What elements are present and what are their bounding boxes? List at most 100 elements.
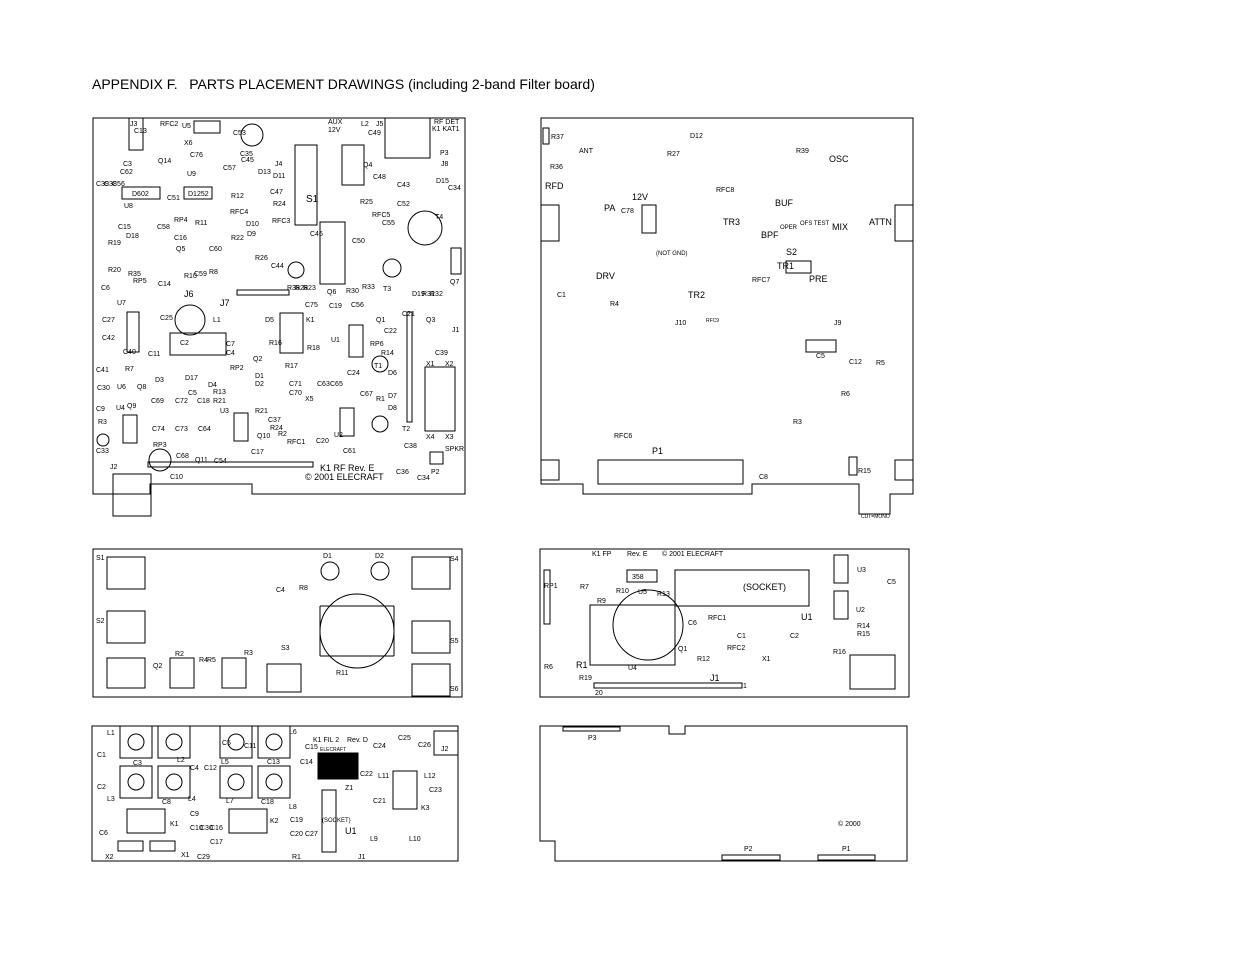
label-r3-bottom: R3	[793, 419, 802, 426]
label-u5: U5	[182, 123, 191, 130]
label-fp-s1: S1	[96, 555, 105, 562]
label-flt-c18: C18	[261, 799, 274, 806]
label-q10: Q10	[257, 433, 270, 440]
label-flt-c8: C8	[162, 799, 171, 806]
label-fpb-x1: X1	[762, 656, 771, 663]
label-c59: C59	[194, 271, 207, 278]
label-flt-elecraft: ELECRAFT	[320, 747, 346, 753]
label-d602: D602	[132, 191, 149, 198]
label-c18: C18	[197, 398, 210, 405]
label-c63: C63	[317, 381, 330, 388]
fp-bottom-labels: K1 FP Rev. E © 2001 ELECRAFT U3 C5 RP1 R…	[544, 550, 896, 697]
label-fp-c4: C4	[276, 587, 285, 594]
label-flt-c24: C24	[373, 743, 386, 750]
label-c50: C50	[352, 238, 365, 245]
page-title: APPENDIX F. PARTS PLACEMENT DRAWINGS (in…	[92, 76, 595, 92]
label-rfc2: RFC2	[160, 121, 178, 128]
label-aux: AUX	[328, 119, 343, 126]
label-fpb-r7: R7	[580, 584, 589, 591]
label-c11: C11	[148, 351, 160, 358]
label-fp-s5: S5	[450, 638, 459, 645]
label-d15: D15	[436, 178, 449, 185]
label-c14: C14	[158, 281, 171, 288]
label-c2: C2	[180, 340, 189, 347]
label-c46: C46	[310, 231, 323, 238]
label-u9: U9	[187, 171, 196, 178]
label-fpb-copyright: © 2001 ELECRAFT	[662, 550, 724, 558]
label-d1: D1	[255, 373, 264, 380]
label-fp-d2: D2	[375, 553, 384, 560]
label-pa: PA	[604, 203, 615, 213]
label-q4: Q4	[363, 162, 372, 169]
label-flt-c16: C16	[210, 825, 223, 832]
label-flt-k1-fil2: K1 FIL 2	[313, 737, 339, 744]
label-d13: D13	[258, 169, 271, 176]
label-flt-j1: J1	[358, 854, 366, 861]
label-c20: C20	[316, 438, 329, 445]
label-spkr: SPKR	[445, 446, 464, 453]
label-r6-bottom: R6	[841, 391, 850, 398]
label-flt-c20: C20	[290, 831, 303, 838]
label-fpb-r13: R13	[657, 591, 670, 598]
label-j9: J9	[834, 320, 842, 327]
label-q2: Q2	[253, 356, 262, 363]
label-d18: D18	[126, 233, 139, 240]
label-fpb-u2: U2	[856, 607, 865, 614]
label-tr2: TR2	[688, 290, 705, 300]
label-c36: C36	[396, 469, 409, 476]
label-u3: U3	[220, 408, 229, 415]
label-x1: X1	[426, 361, 435, 368]
label-c56b: C56	[351, 302, 364, 309]
label-fp-r8: R8	[299, 585, 308, 592]
label-r31: R31	[422, 291, 435, 298]
label-d3: D3	[155, 377, 164, 384]
label-oper: OPER	[780, 225, 798, 231]
label-c38b: C38	[404, 443, 417, 450]
label-flt-c14: C14	[300, 759, 313, 766]
label-rfc7: RFC7	[752, 277, 770, 284]
label-fpb-c2: C2	[790, 633, 799, 640]
label-c60: C60	[209, 246, 222, 253]
label-c13: C13	[134, 128, 147, 135]
label-c33: C33	[96, 448, 109, 455]
label-r25: R25	[360, 199, 373, 206]
label-c7: C7	[226, 341, 235, 348]
label-fp-s2: S2	[96, 618, 105, 625]
label-flt-u1: U1	[345, 826, 357, 836]
label-flt-c13: C13	[267, 759, 280, 766]
label-c48: C48	[373, 174, 386, 181]
label-flt-l4: L4	[188, 796, 196, 803]
label-fpb-c5: C5	[887, 579, 896, 586]
label-q9: Q9	[127, 403, 136, 410]
label-flt-z1: Z1	[345, 785, 353, 792]
label-j4: J4	[275, 161, 283, 168]
label-fltb-p3: P3	[588, 735, 597, 742]
label-fpb-r9: R9	[597, 598, 606, 605]
label-rp6: RP6	[370, 341, 384, 348]
label-fp-r11: R11	[336, 670, 348, 677]
label-c65: C65	[330, 381, 343, 388]
label-d5: D5	[265, 317, 274, 324]
label-flt-k2: K2	[270, 818, 279, 825]
label-u4: U4	[116, 405, 125, 412]
label-r22: R22	[231, 235, 244, 242]
label-r28: R28	[295, 285, 308, 292]
label-c64: C64	[198, 426, 211, 433]
label-q1: Q1	[376, 317, 385, 324]
label-rp4: RP4	[174, 217, 188, 224]
label-rp2: RP2	[230, 365, 244, 372]
label-j5: J5	[376, 121, 384, 128]
label-r26: R26	[255, 255, 268, 262]
label-r10: R10	[184, 273, 197, 280]
label-fltb-p1: P1	[842, 846, 851, 853]
label-fpb-pin1: 1	[743, 683, 747, 690]
label-q5: Q5	[176, 246, 185, 253]
label-rfc5: RFC5	[372, 212, 390, 219]
front-panel-bottom	[539, 548, 910, 698]
label-r19: R19	[108, 240, 121, 247]
label-x2: X2	[445, 361, 454, 368]
label-flt-l5: L5	[221, 759, 229, 766]
label-l1: L1	[213, 317, 221, 324]
label-r23: R23	[303, 285, 316, 292]
label-c21: C21	[402, 311, 415, 318]
